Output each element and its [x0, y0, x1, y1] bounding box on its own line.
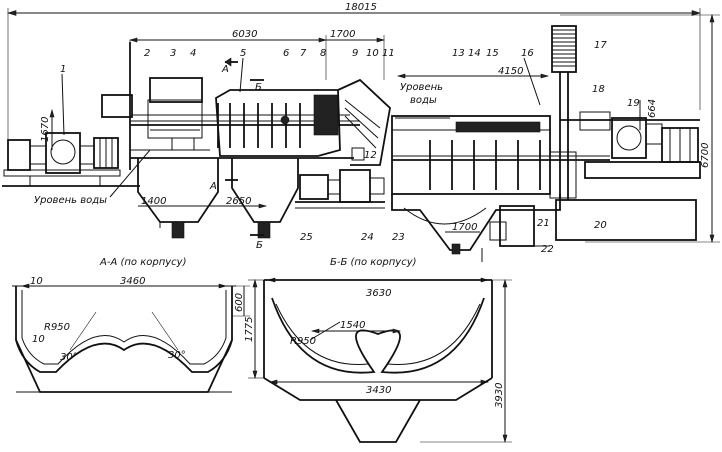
dim-wall-10: 10 — [30, 276, 43, 287]
height-dimension: 6700 — [560, 13, 720, 244]
dim-6030: 6030 — [232, 29, 257, 40]
right-tank: 1700 Уровень воды — [391, 82, 610, 255]
upper-dimensions: 6030 1700 4150 — [128, 29, 550, 80]
section-a-radius: R950 — [44, 322, 70, 333]
callout-24: 24 — [361, 232, 374, 243]
water-level-right-2: воды — [410, 95, 437, 106]
callout-23: 23 — [392, 232, 405, 243]
callout-11: 11 — [382, 48, 395, 59]
right-paddles — [429, 140, 541, 190]
callout-15: 15 — [486, 48, 499, 59]
top-view: 18015 6030 1700 4150 6700 — [2, 2, 720, 262]
dim-664: 664 — [647, 99, 658, 118]
callout-6: 6 — [283, 48, 289, 59]
dim-2650: 2650 — [226, 196, 251, 207]
callout-1: 1 — [60, 64, 66, 75]
left-paddles — [217, 94, 339, 148]
callout-16: 16 — [521, 48, 534, 59]
left-drive: 1670 — [2, 108, 140, 187]
callout-4: 4 — [190, 48, 196, 59]
callout-9: 9 — [352, 48, 358, 59]
callouts: 1 2 3 4 5 6 7 8 9 10 11 12 13 14 15 16 1… — [60, 40, 640, 255]
callout-20: 20 — [594, 220, 607, 231]
angle-right: 30° — [168, 350, 186, 361]
dim-6700: 6700 — [700, 143, 711, 168]
dim-1700-bottom: 1700 — [452, 222, 477, 233]
dim-600: 600 — [234, 293, 245, 312]
callout-13: 13 — [452, 48, 465, 59]
section-a-a: А-А (по корпусу) 3460 10 600 R950 10 30°… — [12, 257, 250, 393]
section-marks: А А Б Б — [209, 57, 264, 251]
callout-5: 5 — [240, 48, 246, 59]
callout-7: 7 — [300, 48, 307, 59]
callout-17: 17 — [594, 40, 607, 51]
transition-chute — [337, 78, 391, 166]
dim-3630: 3630 — [366, 288, 391, 299]
callout-21: 21 — [537, 218, 550, 229]
right-drive: 664 — [555, 99, 701, 241]
dim-1540: 1540 — [340, 320, 365, 331]
angle-left: 30° — [60, 352, 78, 363]
pump-unit — [481, 205, 550, 262]
water-level-left: Уровень воды — [34, 195, 107, 206]
dim-1700-top: 1700 — [330, 29, 355, 40]
central-drive — [295, 169, 385, 209]
callout-8: 8 — [320, 48, 326, 59]
section-b-title: Б-Б (по корпусу) — [330, 257, 417, 268]
callout-12: 12 — [364, 150, 377, 161]
callout-25: 25 — [300, 232, 313, 243]
water-level-right-1: Уровень — [400, 82, 443, 93]
callout-2: 2 — [144, 48, 150, 59]
callout-22: 22 — [541, 244, 554, 255]
dim-1400: 1400 — [141, 196, 166, 207]
callout-3: 3 — [170, 48, 176, 59]
callout-19: 19 — [627, 98, 640, 109]
dim-4150: 4150 — [498, 66, 523, 77]
callout-10: 10 — [366, 48, 379, 59]
section-mark-a-bottom: А — [209, 181, 217, 192]
dim-18015: 18015 — [345, 2, 377, 13]
section-a-wall2: 10 — [32, 334, 45, 345]
dim-3930: 3930 — [494, 383, 505, 408]
callout-18: 18 — [592, 84, 605, 95]
section-a-title: А-А (по корпусу) — [99, 257, 186, 268]
section-mark-b-top: Б — [255, 82, 262, 93]
section-mark-a-top: А — [221, 64, 229, 75]
dim-3430: 3430 — [366, 385, 391, 396]
dim-1775: 1775 — [244, 317, 255, 342]
section-b-b: Б-Б (по корпусу) 3630 1540 R950 3430 — [244, 257, 512, 444]
overall-dimension: 18015 — [6, 2, 702, 140]
section-b-radius: R950 — [290, 336, 316, 347]
tower-sieve — [549, 25, 577, 200]
callout-14: 14 — [468, 48, 481, 59]
left-tank — [101, 42, 360, 239]
section-mark-b-bottom: Б — [256, 240, 263, 251]
dim-1670: 1670 — [40, 117, 51, 142]
lower-dimensions: 1400 2650 — [138, 196, 268, 209]
dim-3460: 3460 — [120, 276, 145, 287]
